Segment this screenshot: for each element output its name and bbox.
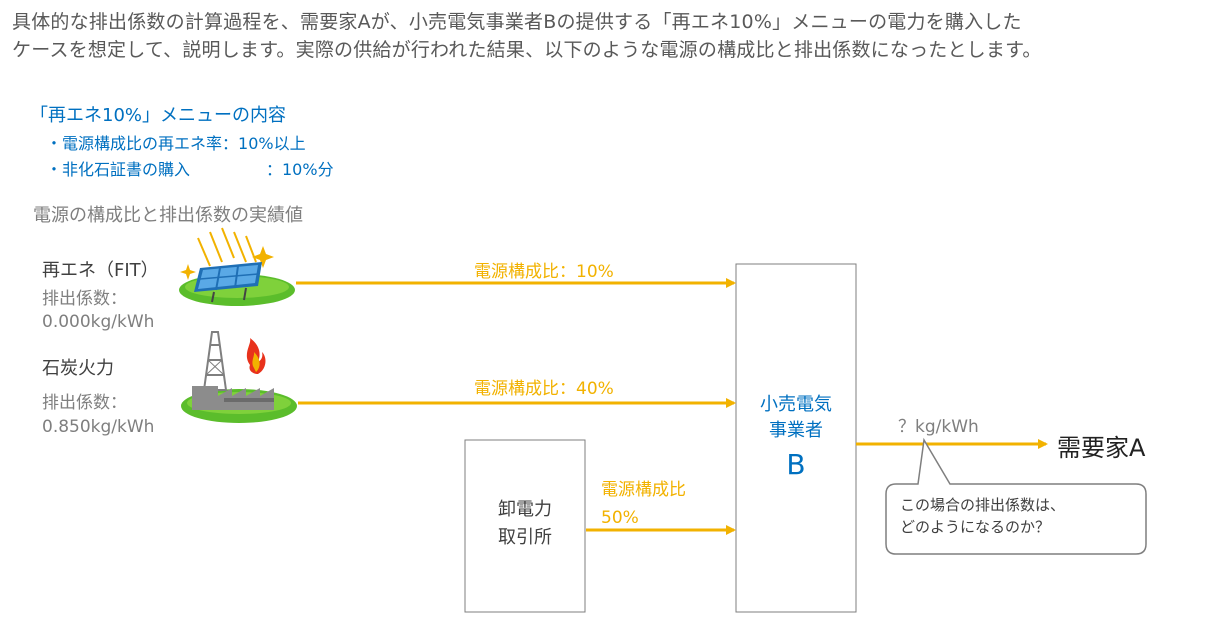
source-name-coal: 石炭火力 — [42, 358, 114, 379]
callout-line2: どのようになるのか？ — [900, 518, 1051, 536]
menu-item-label: ・電源構成比の再エネ率 — [46, 134, 223, 153]
retailer-label: 小売電気 事業者 B — [736, 392, 856, 481]
menu-item-certificate: ・非化石証書の購入 ：10%分 — [46, 156, 334, 180]
flow-label-renewable: 電源構成比：10% — [474, 262, 614, 282]
retailer-label-line1: 小売電気 — [760, 394, 832, 415]
source-name-renewable: 再エネ（FIT） — [42, 260, 159, 281]
exchange-label-line1: 卸電力 — [498, 499, 552, 520]
callout-text: この場合の排出係数は、 どのようになるのか？ — [900, 494, 1065, 538]
retailer-box — [735, 263, 857, 613]
callout-bubble — [885, 437, 1147, 555]
source-factor-value-renewable: 0.000kg/kWh — [42, 312, 155, 332]
exchange-label-line2: 取引所 — [498, 527, 552, 548]
source-factor-label-renewable: 排出係数： — [42, 289, 127, 309]
exchange-label: 卸電力 取引所 — [465, 496, 585, 552]
flow-label-exchange-line2: 50% — [601, 508, 639, 528]
output-factor-label: ？kg/kWh — [898, 417, 979, 437]
menu-item-label: ・非化石証書の購入 — [46, 160, 191, 179]
solar-panel-icon — [179, 227, 295, 306]
callout-line1: この場合の排出係数は、 — [900, 496, 1066, 514]
source-factor-label-coal: 排出係数： — [42, 393, 127, 413]
coal-plant-icon — [181, 331, 297, 423]
menu-title: 「再エネ10%」メニューの内容 — [30, 105, 287, 126]
intro-text: 具体的な排出係数の計算過程を、需要家Aが、小売電気事業者Bの提供する「再エネ10… — [12, 8, 1207, 64]
menu-item-value: ：10%以上 — [222, 134, 306, 153]
menu-item-value: ：10%分 — [266, 160, 334, 179]
flow-label-coal: 電源構成比：40% — [474, 379, 614, 399]
source-factor-value-coal: 0.850kg/kWh — [42, 417, 155, 437]
retailer-letter: B — [786, 448, 806, 481]
menu-item-renewable-ratio: ・電源構成比の再エネ率：10%以上 — [46, 130, 306, 154]
flow-label-exchange: 電源構成比 50% — [601, 476, 686, 532]
section-title: 電源の構成比と排出係数の実績値 — [33, 205, 303, 226]
intro-line-2: ケースを想定して、説明します。実際の供給が行われた結果、以下のような電源の構成比… — [12, 39, 1042, 61]
retailer-label-line2: 事業者 — [769, 420, 823, 441]
intro-line-1: 具体的な排出係数の計算過程を、需要家Aが、小売電気事業者Bの提供する「再エネ10… — [12, 11, 1022, 33]
flow-label-exchange-line1: 電源構成比 — [601, 480, 686, 500]
customer-label: 需要家A — [1057, 434, 1146, 462]
exchange-box — [464, 439, 586, 613]
